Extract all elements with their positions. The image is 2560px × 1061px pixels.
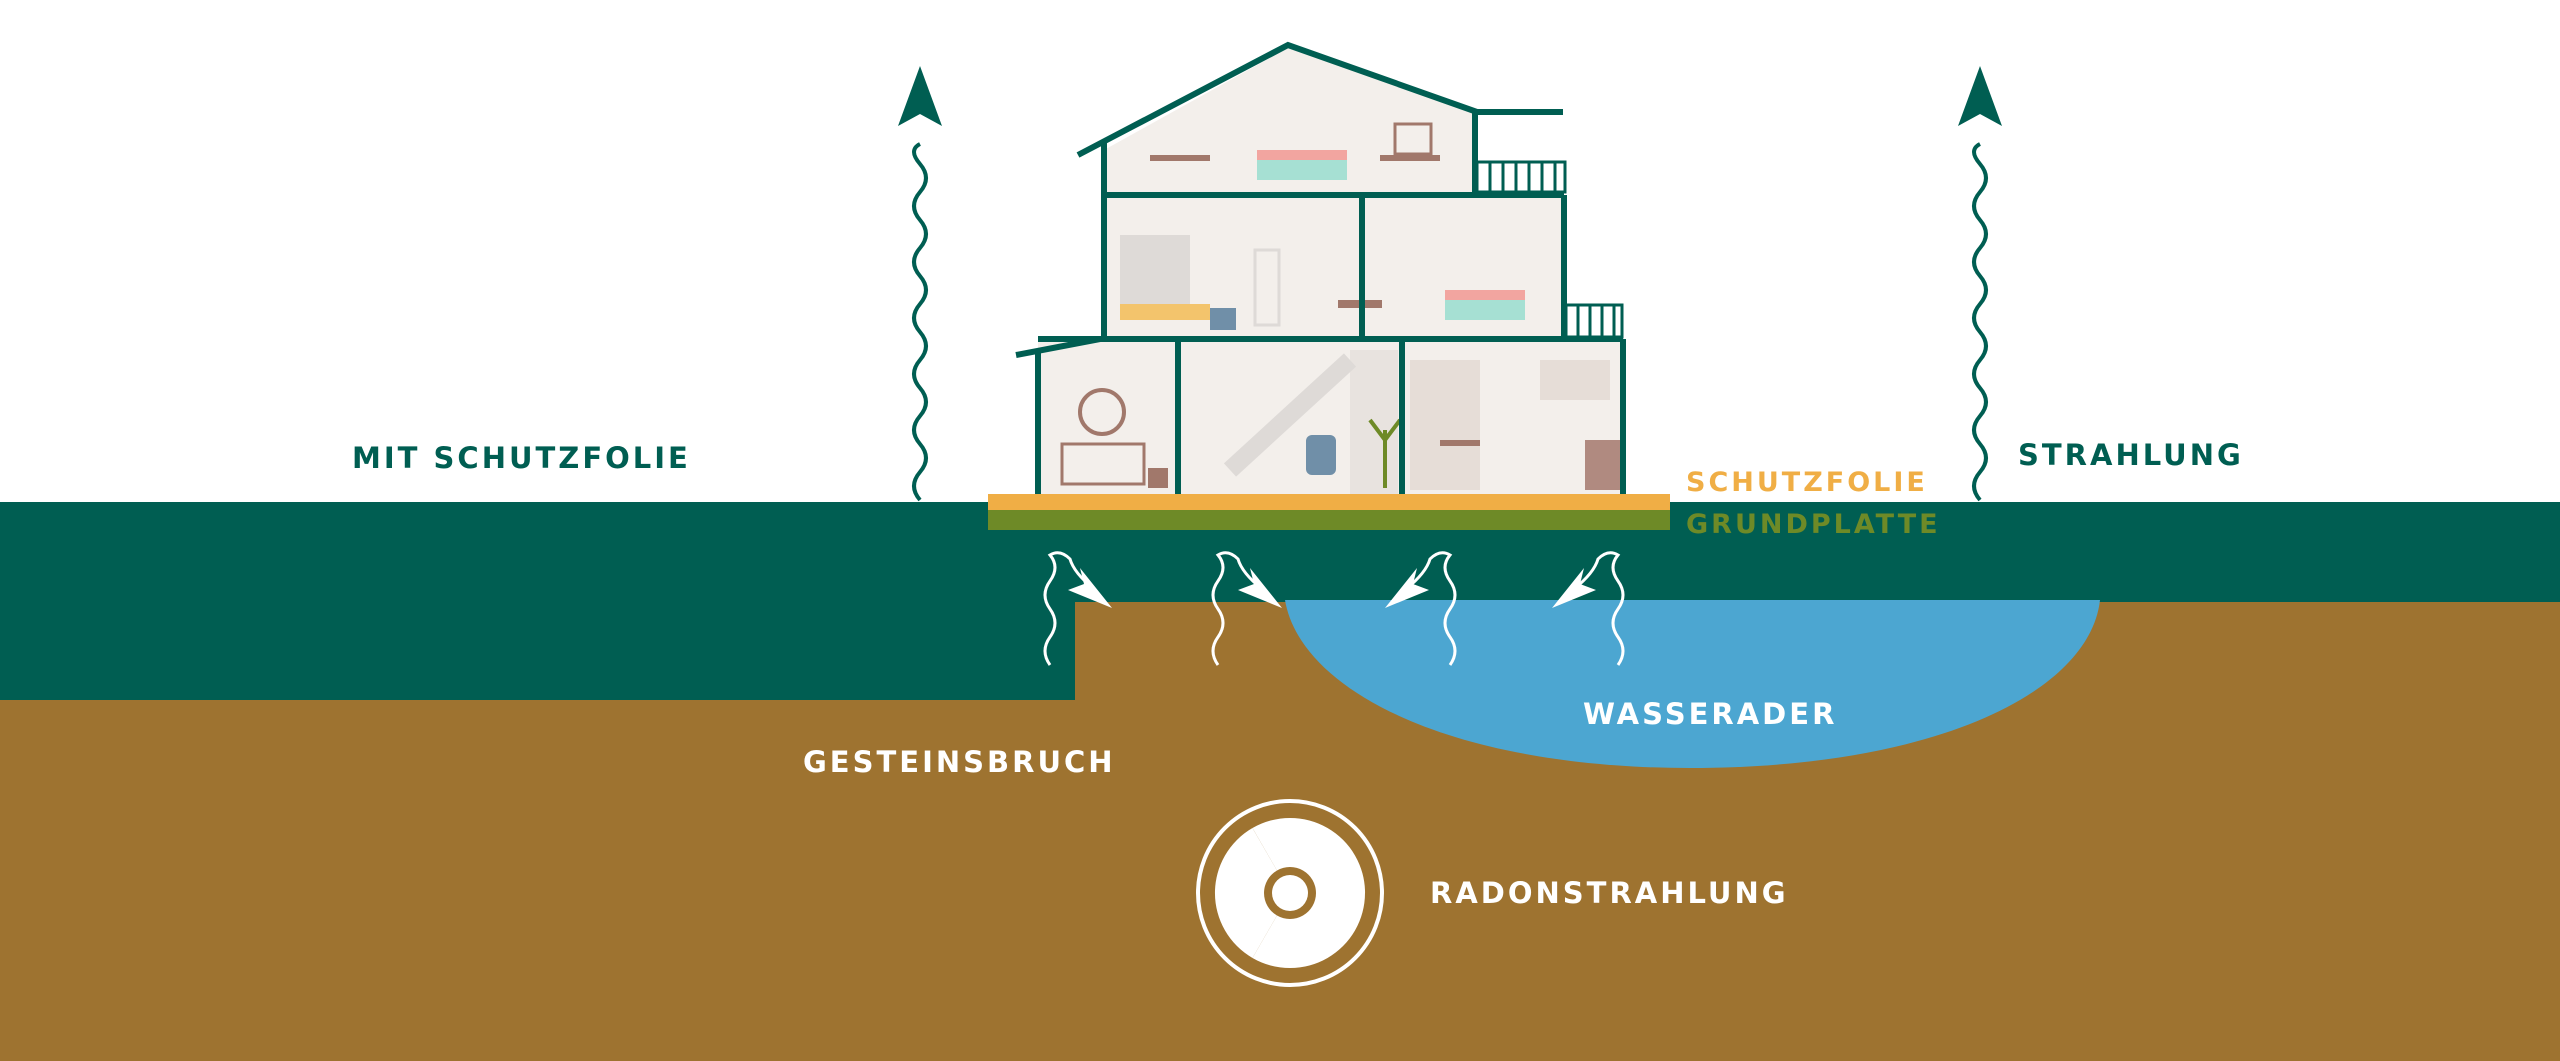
water-vein bbox=[1285, 600, 2100, 768]
label-mit-schutzfolie: MIT SCHUTZFOLIE bbox=[352, 441, 691, 475]
wavy-arrow-up-icon bbox=[898, 66, 942, 502]
label-strahlung: STRAHLUNG bbox=[2018, 438, 2244, 472]
schutzfolie-layer bbox=[988, 494, 1670, 510]
dark-ground-layer bbox=[0, 502, 2560, 700]
radiation-trefoil-icon bbox=[1196, 799, 1384, 987]
label-grundplatte: GRUNDPLATTE bbox=[1686, 509, 1941, 540]
wavy-arrow-up-icon bbox=[1958, 66, 2002, 502]
arrow-heads bbox=[1068, 568, 1596, 608]
label-schutzfolie: SCHUTZFOLIE bbox=[1686, 467, 1928, 498]
label-radonstrahlung: RADONSTRAHLUNG bbox=[1430, 876, 1789, 910]
house-walls bbox=[1015, 41, 1626, 494]
wavy-arrow-inward-icon bbox=[1043, 551, 1625, 666]
label-gesteinsbruch: GESTEINSBRUCH bbox=[803, 745, 1116, 779]
balcony-rails bbox=[1475, 160, 1624, 339]
house bbox=[1015, 41, 1626, 494]
grundplatte-layer bbox=[988, 510, 1670, 530]
label-wasserader: WASSERADER bbox=[1583, 697, 1838, 731]
